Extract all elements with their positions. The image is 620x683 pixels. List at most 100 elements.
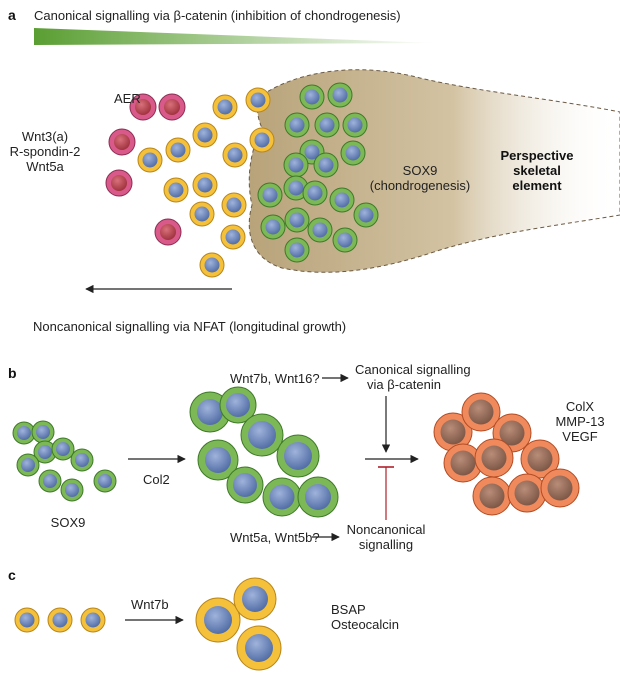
skeletal-element-shape <box>248 69 620 273</box>
green-cell <box>70 448 94 472</box>
aer-cells <box>105 93 186 246</box>
yellow-cell <box>222 142 248 168</box>
green-cell <box>60 478 84 502</box>
wnt7b-label-c: Wnt7b <box>131 597 169 612</box>
green-cell <box>260 214 286 240</box>
yellow-cell <box>233 577 277 621</box>
green-cell <box>219 386 257 424</box>
green-cell <box>342 112 368 138</box>
yellow-cell <box>245 87 271 113</box>
wnt-noncanonical-label: Wnt5a, Wnt5b? <box>230 530 320 545</box>
orange-cell <box>507 473 547 513</box>
green-cell <box>313 152 339 178</box>
green-cells-a <box>257 82 379 263</box>
yellow-cell <box>212 94 238 120</box>
pink-cell <box>129 93 157 121</box>
orange-cell <box>540 468 580 508</box>
green-cell <box>283 175 309 201</box>
yellow-cell <box>220 224 246 250</box>
green-cell <box>16 453 40 477</box>
green-cell <box>340 140 366 166</box>
yellow-cell <box>189 201 215 227</box>
element-label-1: Perspective <box>501 148 574 163</box>
yellow-cell <box>192 172 218 198</box>
yellow-cell <box>192 122 218 148</box>
hypertrophic-cluster <box>433 392 580 516</box>
yellow-cell <box>137 147 163 173</box>
canonical-label-b-1: Canonical signalling <box>355 362 471 377</box>
green-cell <box>284 112 310 138</box>
green-cell <box>284 207 310 233</box>
green-cell <box>353 202 379 228</box>
green-cell <box>332 227 358 253</box>
green-cell <box>226 466 264 504</box>
orange-cell <box>461 392 501 432</box>
canonical-gradient-wedge <box>34 28 435 45</box>
orange-cell <box>520 439 560 479</box>
ligand-rspondin2: R-spondin-2 <box>10 144 81 159</box>
yellow-cell <box>47 607 73 633</box>
yellow-cells-a <box>137 87 275 278</box>
green-cell <box>299 84 325 110</box>
yellow-cell <box>221 192 247 218</box>
green-cell <box>93 469 117 493</box>
orange-cell <box>474 438 514 478</box>
small-yellow-cells <box>14 607 106 633</box>
yellow-cell <box>195 597 241 643</box>
canonical-label-b-2: via β-catenin <box>367 377 441 392</box>
green-cell <box>240 413 284 457</box>
yellow-cell <box>249 127 275 153</box>
green-cell <box>51 437 75 461</box>
green-cell <box>197 439 239 481</box>
marker-osteocalcin: Osteocalcin <box>331 617 399 632</box>
yellow-cell <box>199 252 225 278</box>
green-cell <box>302 180 328 206</box>
panel-b-letter: b <box>8 365 17 381</box>
panel-c-letter: c <box>8 567 16 583</box>
sox9-cluster-b <box>12 420 117 502</box>
yellow-cell <box>165 137 191 163</box>
green-cell <box>314 112 340 138</box>
large-yellow-cells <box>195 577 282 671</box>
yellow-cell <box>80 607 106 633</box>
marker-bsap: BSAP <box>331 602 366 617</box>
pink-cell <box>105 169 133 197</box>
green-cell <box>31 420 55 444</box>
aer-label: AER <box>114 91 141 106</box>
marker-vegf: VEGF <box>562 429 597 444</box>
wnt-canonical-label: Wnt7b, Wnt16? <box>230 371 320 386</box>
element-label-3: element <box>512 178 562 193</box>
pink-cell <box>158 93 186 121</box>
green-cell <box>283 152 309 178</box>
green-cell <box>257 182 283 208</box>
chondrogenesis-label: (chondrogenesis) <box>370 178 470 193</box>
orange-cell <box>443 443 483 483</box>
yellow-cell <box>236 625 282 671</box>
canonical-gradient-label: Canonical signalling via β-catenin (inhi… <box>34 8 401 23</box>
sox9-label-a: SOX9 <box>403 163 438 178</box>
pink-cell <box>108 128 136 156</box>
col2-label: Col2 <box>143 472 170 487</box>
marker-colx: ColX <box>566 399 595 414</box>
element-label-2: skeletal <box>513 163 561 178</box>
green-cell <box>262 477 302 517</box>
green-cell <box>38 469 62 493</box>
marker-mmp13: MMP-13 <box>555 414 604 429</box>
green-cell <box>297 476 339 518</box>
green-cell <box>307 217 333 243</box>
orange-cell <box>433 412 473 452</box>
green-cell <box>276 434 320 478</box>
pink-cell <box>154 218 182 246</box>
green-cell <box>284 237 310 263</box>
panel-a-letter: a <box>8 7 16 23</box>
col2-cluster <box>189 386 339 518</box>
ligand-wnt5a: Wnt5a <box>26 159 64 174</box>
orange-cell <box>472 476 512 516</box>
green-cell <box>329 187 355 213</box>
noncanonical-label-a: Noncanonical signalling via NFAT (longit… <box>33 319 346 334</box>
yellow-cell <box>14 607 40 633</box>
yellow-cell <box>163 177 189 203</box>
sox9-label-b: SOX9 <box>51 515 86 530</box>
ligand-wnt3a: Wnt3(a) <box>22 129 68 144</box>
noncanonical-label-b-2: signalling <box>359 537 413 552</box>
